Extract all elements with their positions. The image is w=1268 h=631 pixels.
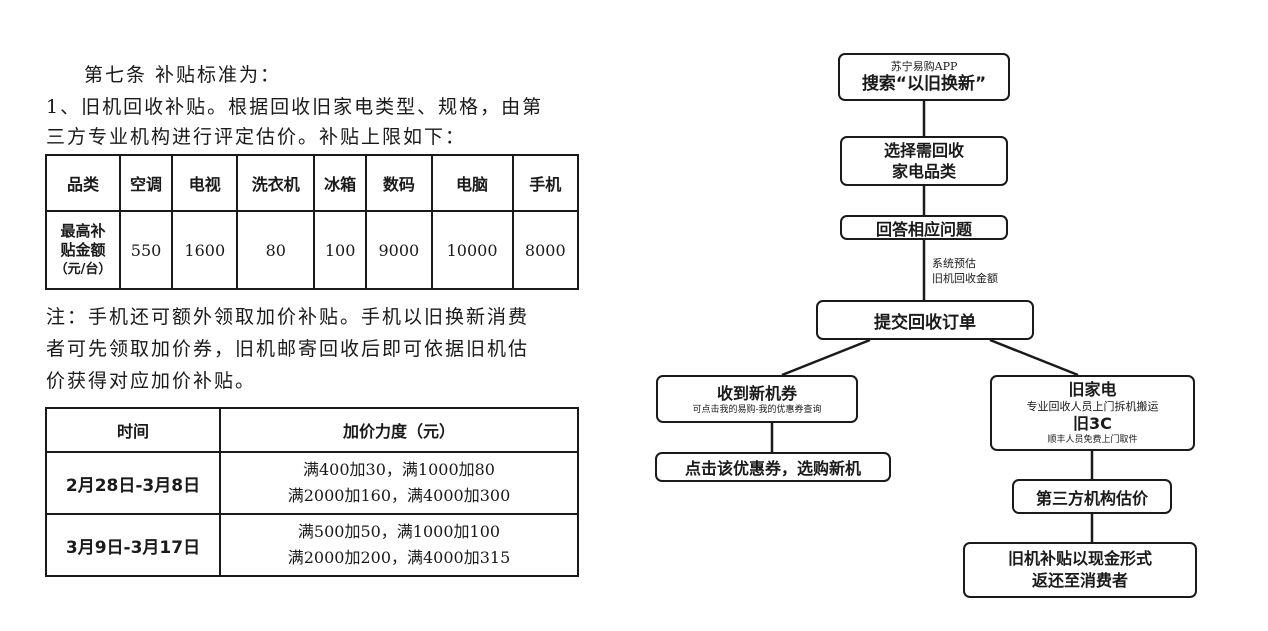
- value-cell: 1600: [171, 210, 239, 290]
- rule-line: 满500加50，满1000加100: [297, 522, 501, 541]
- coupon-small: 可点击我的易购-我的优惠券查询: [692, 404, 822, 415]
- rule-cell: 满400加30，满1000加80 满2000加160，满4000加300: [219, 451, 579, 515]
- flow-old-appliance: 旧家电 专业回收人员上门拆机搬运 旧3C 顺丰人员免费上门取件: [990, 375, 1195, 451]
- category-cell: 手机: [511, 154, 580, 212]
- flow-use-coupon: 点击该优惠券，选购新机: [655, 452, 891, 482]
- step4-label: 提交回收订单: [874, 312, 976, 333]
- old-appliance-line2: 专业回收人员上门拆机搬运: [1026, 400, 1159, 413]
- estimate-line2: 旧机回收金额: [932, 272, 998, 285]
- subsidy-table: 品类 空调 电视 洗衣机 冰箱 数码 电脑 手机 最高补 贴金额 （元/台） 5…: [45, 154, 580, 290]
- value-cell: 9000: [365, 210, 433, 290]
- coupon-main: 收到新机券: [716, 383, 797, 403]
- category-header: 品类: [45, 154, 121, 212]
- label-line: 贴金额: [60, 240, 106, 259]
- note-line3: 价获得对应加价补贴。: [46, 370, 257, 392]
- third-party-label: 第三方机构估价: [1035, 488, 1148, 508]
- note-line1: 注：手机还可额外领取加价补贴。手机以旧换新消费: [46, 306, 530, 328]
- category-cell: 电脑: [430, 154, 514, 212]
- bonus-row: 2月28日-3月8日 满400加30，满1000加80 满2000加160，满4…: [45, 451, 579, 515]
- value-cell: 10000: [430, 210, 514, 290]
- bonus-table: 时间 加价力度（元） 2月28日-3月8日 满400加30，满1000加80 满…: [45, 407, 579, 577]
- category-cell: 冰箱: [313, 154, 368, 212]
- estimate-line1: 系统预估: [932, 257, 976, 270]
- max-subsidy-label: 最高补 贴金额 （元/台）: [45, 210, 121, 290]
- flow-step-search: 苏宁易购APP 搜索“以旧换新”: [838, 53, 1010, 101]
- cash-line2: 返还至消费者: [1031, 571, 1128, 590]
- flow-step-answer: 回答相应问题: [840, 215, 1008, 240]
- estimate-note: 系统预估 旧机回收金额: [932, 256, 998, 286]
- item1-line1: 1、旧机回收补贴。根据回收旧家电类型、规格，由第: [46, 96, 544, 118]
- bonus-header-row: 时间 加价力度（元）: [45, 407, 579, 453]
- rule-cell: 满500加50，满1000加100 满2000加200，满4000加315: [219, 513, 579, 577]
- category-cell: 数码: [365, 154, 433, 212]
- old-3c-title: 旧3C: [1073, 414, 1112, 433]
- bonus-header: 加价力度（元）: [219, 407, 579, 453]
- step3-label: 回答相应问题: [875, 219, 972, 239]
- period-cell: 3月9日-3月17日: [45, 513, 221, 577]
- flow-step-select: 选择需回收 家电品类: [840, 136, 1008, 186]
- connector-4-right: [989, 338, 1079, 377]
- flow-cash-return: 旧机补贴以现金形式 返还至消费者: [963, 542, 1197, 598]
- step1-small: 苏宁易购APP: [890, 59, 958, 73]
- step2-line1: 选择需回收: [883, 141, 964, 160]
- value-cell: 8000: [511, 210, 580, 290]
- article-heading: 第七条 补贴标准为：: [84, 64, 282, 86]
- category-cell: 洗衣机: [236, 154, 316, 212]
- note-line2: 者可先领取加价券，旧机邮寄回收后即可依据旧机估: [46, 338, 530, 360]
- bonus-row: 3月9日-3月17日 满500加50，满1000加100 满2000加200，满…: [45, 513, 579, 577]
- step1-main: 搜索“以旧换新”: [861, 73, 987, 94]
- old-3c-line: 顺丰人员免费上门取件: [1047, 435, 1138, 445]
- step2-line2: 家电品类: [891, 162, 956, 181]
- flow-step-submit: 提交回收订单: [816, 300, 1034, 340]
- flow-new-coupon: 收到新机券 可点击我的易购-我的优惠券查询: [656, 375, 858, 423]
- cash-line1: 旧机补贴以现金形式: [1007, 549, 1152, 568]
- label-line: （元/台）: [54, 261, 112, 277]
- item1-line2: 三方专业机构进行评定估价。补贴上限如下：: [46, 126, 467, 148]
- old-appliance-title: 旧家电: [1068, 380, 1117, 399]
- value-cell: 550: [118, 210, 174, 290]
- time-header: 时间: [45, 407, 221, 453]
- value-cell: 100: [313, 210, 368, 290]
- rule-line: 满2000加200，满4000加315: [287, 548, 511, 567]
- period-cell: 2月28日-3月8日: [45, 451, 221, 515]
- use-coupon-label: 点击该优惠券，选购新机: [684, 459, 861, 478]
- subsidy-header-row: 品类 空调 电视 洗衣机 冰箱 数码 电脑 手机: [45, 154, 580, 212]
- rule-line: 满400加30，满1000加80: [303, 460, 495, 479]
- value-cell: 80: [236, 210, 316, 290]
- label-line: 最高补: [60, 221, 106, 240]
- subsidy-value-row: 最高补 贴金额 （元/台） 550 1600 80 100 9000 10000…: [45, 210, 580, 290]
- rule-line: 满2000加160，满4000加300: [287, 486, 511, 505]
- flow-third-party: 第三方机构估价: [1012, 479, 1172, 514]
- category-cell: 电视: [171, 154, 239, 212]
- connector-4-left: [781, 338, 871, 377]
- category-cell: 空调: [118, 154, 174, 212]
